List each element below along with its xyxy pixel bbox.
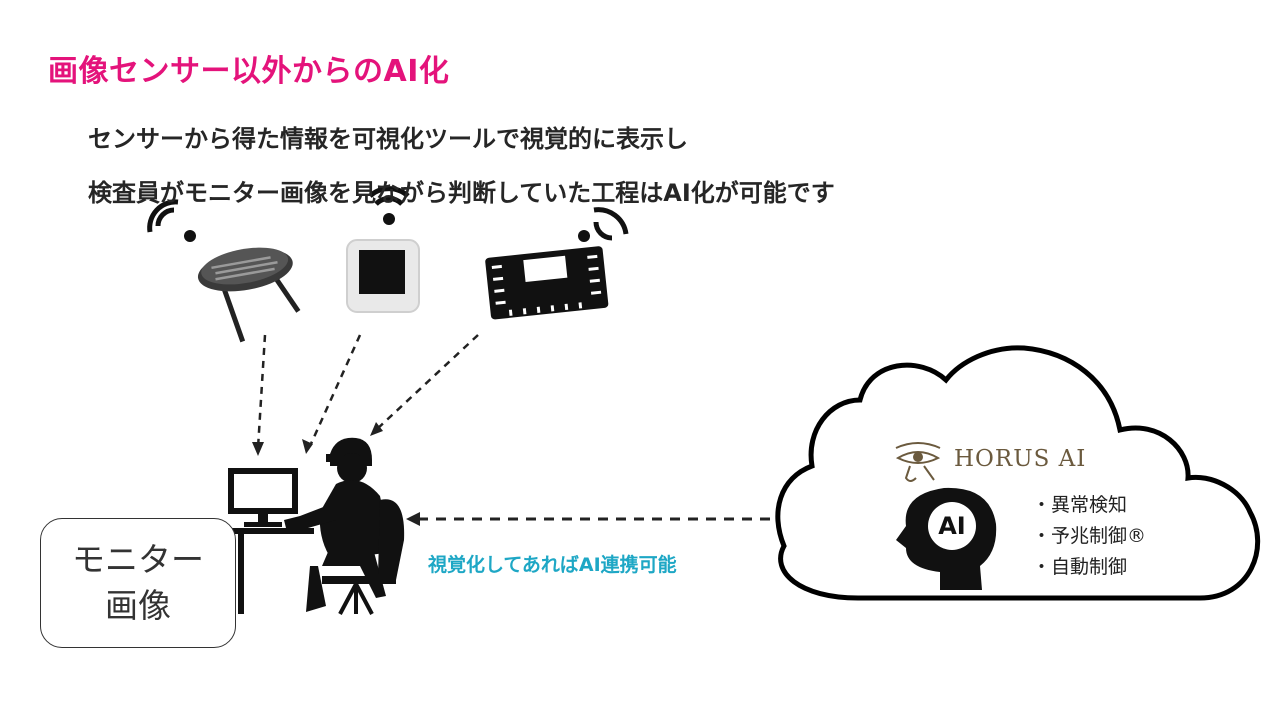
link-label: 視覚化してあればAI連携可能 <box>428 554 677 576</box>
page-title: 画像センサー以外からのAI化 <box>48 54 450 89</box>
cloud-shape <box>775 345 1261 601</box>
brand-name: HORUS AI <box>954 446 1087 472</box>
monitor-image-box: モニター 画像 <box>40 518 236 648</box>
photoresistor-sensor-icon <box>147 199 301 343</box>
feature-item: ・異常検知 <box>1032 494 1128 516</box>
monitor-box-line-2: 画像 <box>105 586 171 625</box>
description-line-2: 検査員がモニター画像を見ながら判断していた工程はAI化が可能です <box>88 179 835 207</box>
square-sensor-icon <box>346 186 420 313</box>
description-line-1: センサーから得た情報を可視化ツールで視覚的に表示し <box>88 125 688 153</box>
sensor-arrows <box>256 334 479 449</box>
sensor-arrowheads <box>252 422 383 456</box>
horus-eye-logo-icon <box>895 442 941 482</box>
link-arrow <box>406 512 790 526</box>
feature-list: ・異常検知 ・予兆制御® ・自動制御 <box>1032 490 1146 583</box>
ai-badge-label: AI <box>938 512 966 540</box>
feature-item: ・自動制御 <box>1032 556 1128 578</box>
monitor-box-line-1: モニター <box>72 540 204 579</box>
ai-head-icon <box>896 487 997 590</box>
operator-at-computer-icon <box>228 437 405 615</box>
feature-item: ・予兆制御® <box>1032 525 1147 547</box>
chip-sensor-icon <box>485 207 629 320</box>
